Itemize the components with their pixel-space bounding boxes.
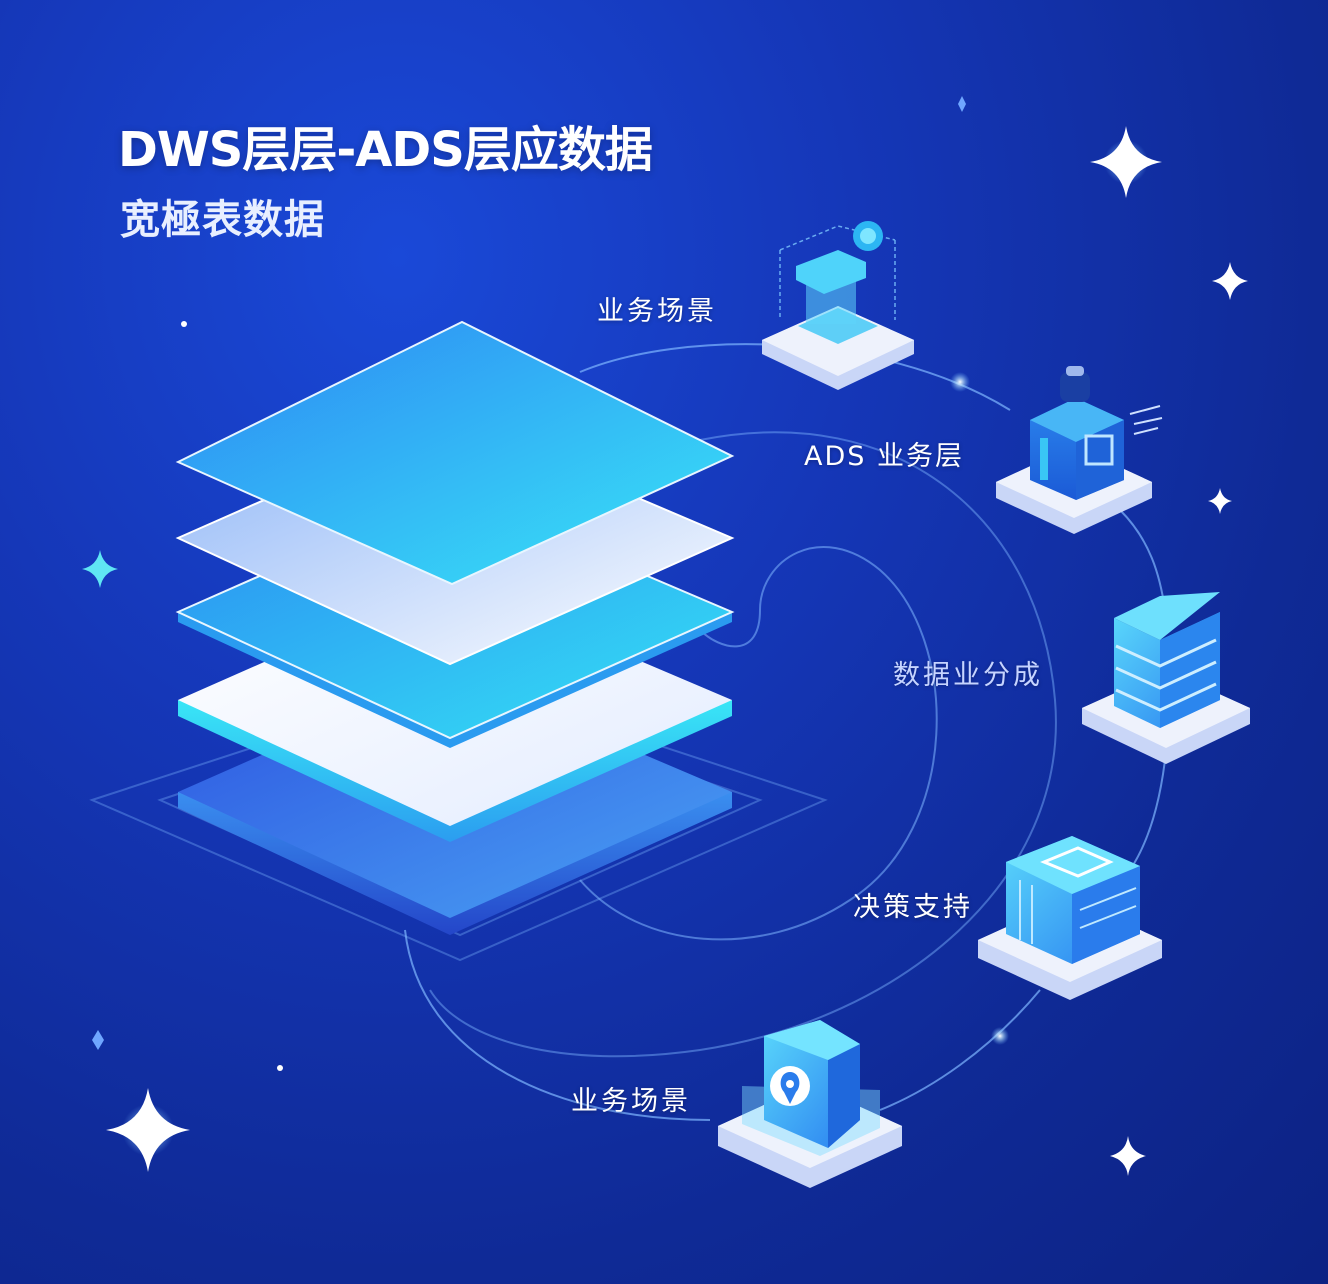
stack-layer-top (175, 320, 735, 586)
stacked-layers-icon (1114, 592, 1220, 728)
page-subtitle: 宽極表数据 (120, 197, 325, 243)
sparkle-icon (1212, 262, 1248, 300)
data-block-icon (1006, 836, 1140, 964)
node-label-business-scenario-bottom: 业务场景 (571, 1086, 691, 1117)
location-cube-icon (742, 1020, 880, 1156)
server-box-icon (1030, 366, 1163, 500)
sparkle-decorations (82, 96, 1248, 1176)
glow-dot (181, 321, 1009, 1071)
sparkle-icon (106, 1088, 190, 1172)
node-label-data-split: 数据业分成 (893, 660, 1043, 691)
sparkle-icon (1090, 126, 1162, 198)
node-label-decision-support: 决策支持 (853, 892, 973, 923)
sparkle-icon (1208, 488, 1232, 514)
page-title: DWS层层-ADS层应数据 (118, 122, 653, 178)
node-label-ads-business-layer: ADS 业务层 (804, 441, 964, 472)
sparkle-icon (82, 550, 118, 588)
wireframe-cube-icon (779, 221, 896, 344)
sparkle-icon (1110, 1136, 1146, 1176)
data-layer-stack (175, 320, 735, 935)
sparkle-icon (92, 96, 966, 1050)
node-label-business-scenario-top: 业务场景 (597, 296, 717, 327)
